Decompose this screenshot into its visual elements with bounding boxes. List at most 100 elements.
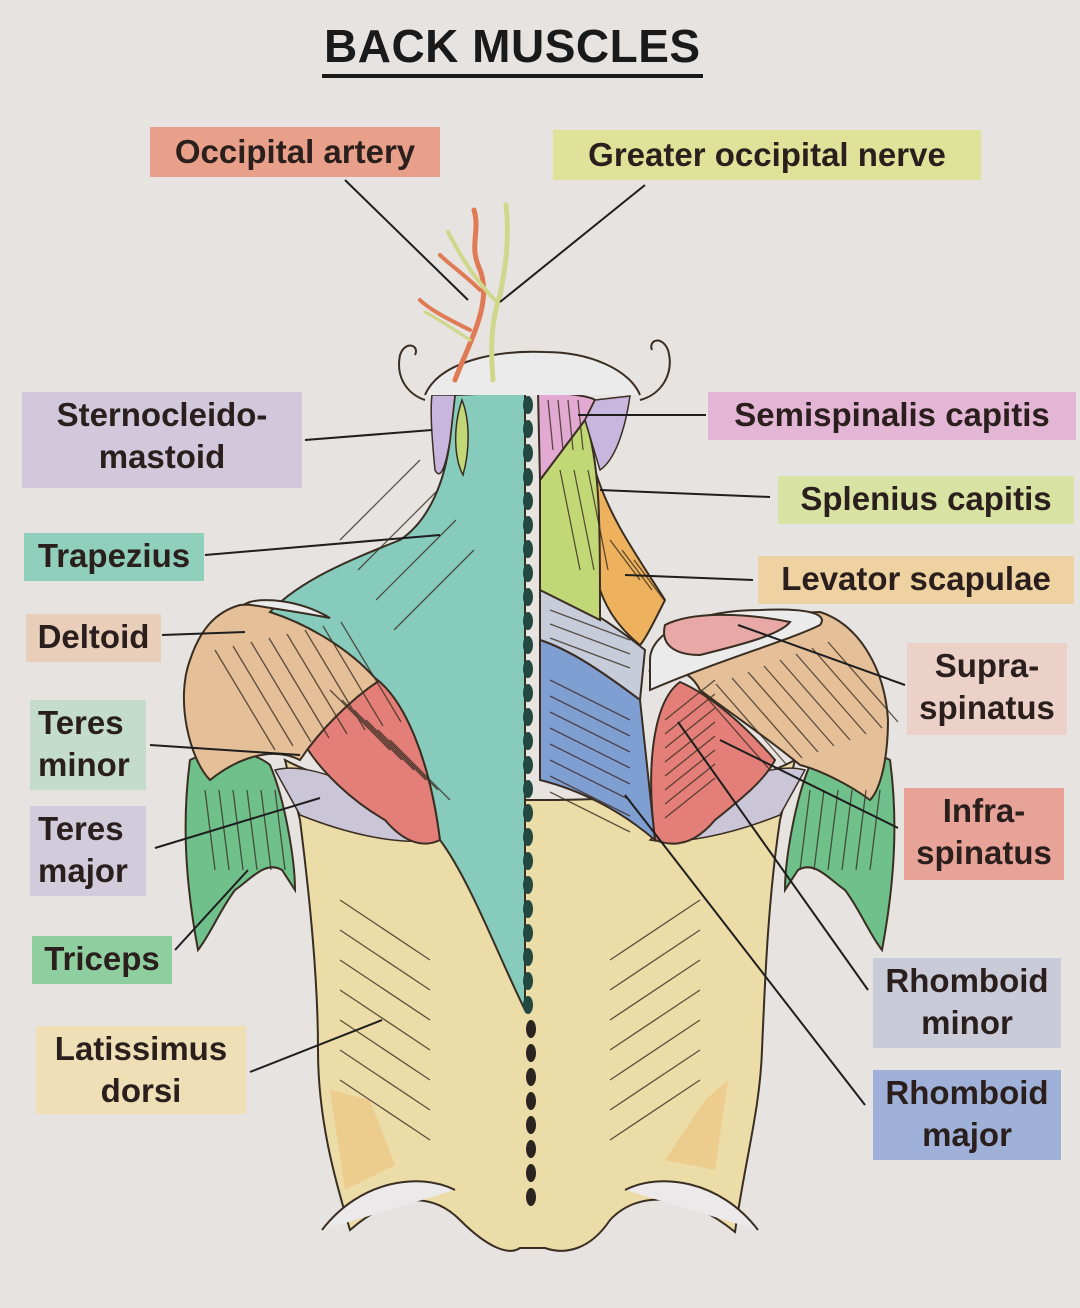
striation-line: [567, 399, 574, 451]
striation-line: [664, 707, 716, 749]
striation-line: [799, 789, 811, 871]
striation-line: [232, 645, 294, 747]
iliac-crest-left: [321, 1180, 456, 1231]
acromion-left: [241, 599, 331, 619]
spinous-process: [523, 396, 533, 414]
label-greater-occipital-nerve: Greater occipital nerve: [553, 130, 981, 180]
leader-supraspinatus: [737, 624, 906, 686]
spinous-process: [526, 1116, 536, 1134]
striation-line: [559, 469, 581, 571]
striation-line: [340, 621, 402, 723]
striation-line: [393, 549, 475, 631]
spinous-process: [523, 492, 533, 510]
spinous-process: [523, 876, 533, 894]
striation-line: [204, 789, 216, 871]
occipital-artery-shape: [418, 207, 487, 383]
spinous-process: [523, 828, 533, 846]
spinous-process: [523, 780, 533, 798]
label-rhomboid-minor: Rhomboid minor: [873, 958, 1061, 1048]
striation-line: [549, 623, 631, 655]
label-latissimus-dorsi: Latissimus dorsi: [36, 1026, 246, 1114]
label-latissimus-dorsi-line2: dorsi: [100, 1072, 182, 1109]
striation-line: [747, 671, 819, 753]
label-supraspinatus: Supra- spinatus: [907, 643, 1067, 735]
sternocleidomastoid-left-shape: [430, 394, 456, 475]
striation-line: [621, 549, 653, 591]
striation-line: [664, 777, 716, 819]
striation-line: [339, 1049, 431, 1111]
greater-occipital-nerve-shape: [423, 202, 510, 383]
striation-line: [549, 727, 631, 769]
leader-teres-major: [154, 797, 321, 849]
splenius-left-shape: [454, 397, 469, 478]
striation-line: [286, 633, 348, 735]
striation-line: [375, 519, 457, 601]
striation-line: [557, 399, 564, 451]
label-infraspinatus-line2: spinatus: [916, 834, 1052, 871]
striation-line: [813, 789, 825, 871]
spinous-process: [526, 1188, 536, 1206]
label-supraspinatus-line1: Supra-: [934, 647, 1040, 684]
infraspinatus-right-shape: [650, 680, 777, 845]
spinous-process: [523, 708, 533, 726]
striation-line: [549, 637, 631, 669]
spinous-process: [526, 1044, 536, 1062]
striation-line: [869, 789, 881, 871]
label-sternocleidomastoid-line2: mastoid: [98, 438, 226, 475]
label-semispinalis-capitis: Semispinalis capitis: [708, 392, 1076, 440]
leader-teres-minor: [149, 744, 301, 756]
striation-line: [357, 489, 439, 571]
spinous-process: [523, 612, 533, 630]
leader-greater-occipital-nerve: [499, 184, 646, 303]
striation-line: [664, 735, 716, 777]
striation-line: [609, 959, 701, 1021]
spinous-processes: [523, 396, 536, 1206]
label-teres-minor-line1: Teres: [38, 704, 124, 741]
label-occipital-artery-text: Occipital artery: [174, 133, 416, 170]
leader-lines: [149, 179, 906, 1106]
striation-line: [609, 1019, 701, 1081]
leader-triceps: [174, 869, 249, 951]
lower-flank-right: [665, 1080, 728, 1170]
striation-line: [214, 649, 276, 751]
striation-line: [699, 689, 771, 771]
striation-line: [339, 959, 431, 1021]
spinous-process: [523, 636, 533, 654]
striation-line: [339, 459, 421, 541]
spinous-process: [523, 684, 533, 702]
label-semispinalis-capitis-text: Semispinalis capitis: [734, 396, 1050, 433]
label-sternocleidomastoid: Sternocleido- mastoid: [22, 392, 302, 488]
lower-flank-left: [330, 1090, 395, 1190]
label-latissimus-dorsi-line1: Latissimus: [54, 1030, 228, 1067]
striation-line: [246, 789, 258, 871]
striation-line: [587, 469, 609, 571]
striation-line: [573, 469, 595, 571]
striation-line: [549, 759, 631, 801]
label-levator-scapulae-text: Levator scapulae: [781, 560, 1051, 597]
label-rhomboid-minor-line1: Rhomboid: [885, 962, 1049, 999]
label-trapezius-text: Trapezius: [37, 537, 191, 574]
spinous-process: [523, 420, 533, 438]
label-deltoid: Deltoid: [26, 614, 161, 662]
striation-line: [250, 641, 312, 743]
striation-line: [609, 1079, 701, 1141]
striation-line: [547, 399, 554, 451]
striation-line: [811, 647, 883, 729]
striation-line: [827, 641, 899, 723]
striation-line: [609, 1049, 701, 1111]
striation-line: [339, 929, 431, 991]
striation-line: [260, 789, 272, 871]
striation-line: [664, 763, 716, 805]
spinous-process: [523, 516, 533, 534]
spinous-process: [523, 540, 533, 558]
striation-line: [549, 695, 631, 737]
striation-line: [549, 711, 631, 753]
label-greater-occipital-nerve-text: Greater occipital nerve: [588, 136, 946, 173]
label-trapezius: Trapezius: [24, 533, 204, 581]
label-teres-major-line1: Teres: [38, 810, 124, 847]
striation-line: [577, 399, 584, 451]
leader-sternocleidomastoid: [304, 429, 433, 441]
label-teres-minor-line2: minor: [38, 746, 130, 783]
iliac-crest-right: [624, 1180, 759, 1231]
